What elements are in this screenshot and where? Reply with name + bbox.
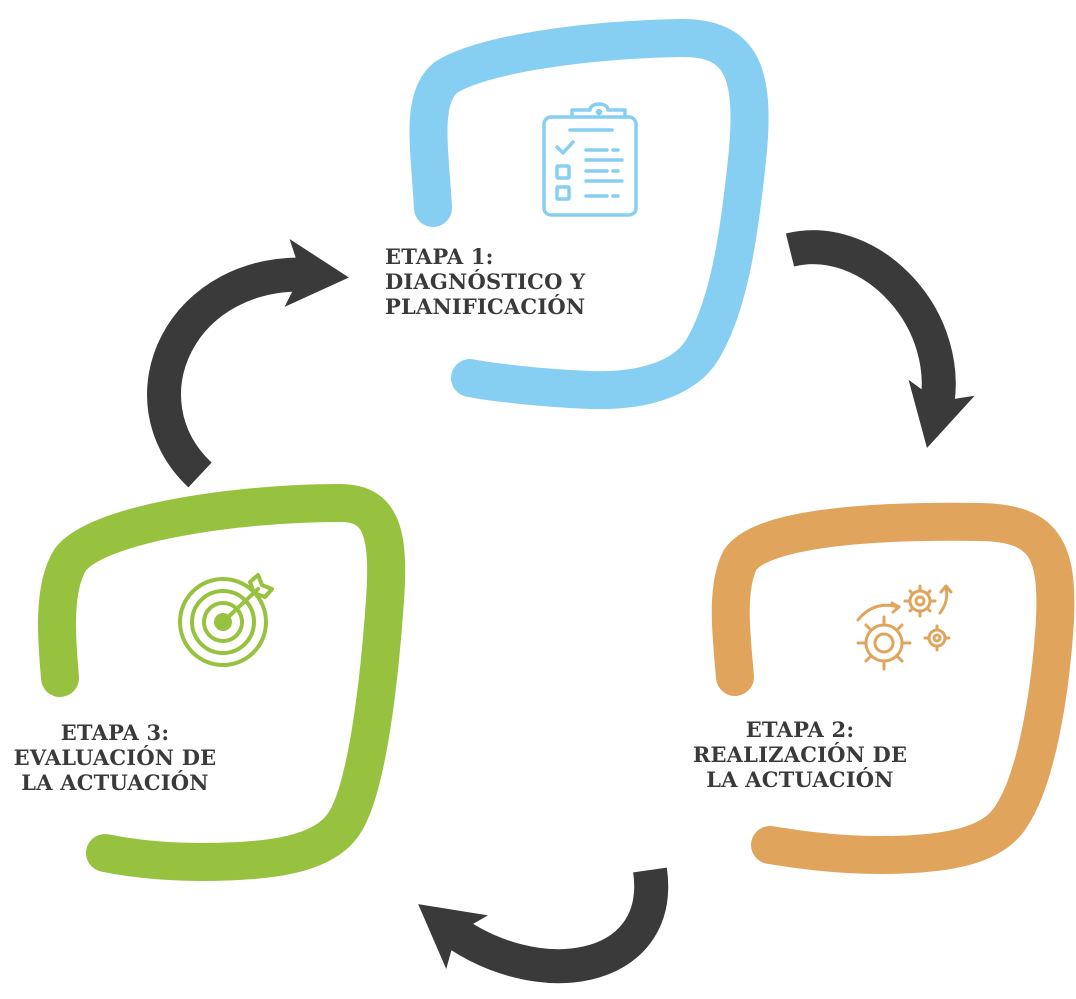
stage-3-label-line-1: ETAPA 3: [60,720,170,745]
stage-1-label-line-3: PLANIFICACIÓN [385,294,586,319]
stage-2-label-line-1: ETAPA 2: [745,717,855,742]
stage-1-label: ETAPA 1: DIAGNÓSTICO Y PLANIFICACIÓN [385,244,585,319]
stage-2-label: ETAPA 2: REALIZACIÓN DE LA ACTUACIÓN [680,717,920,792]
stage-3-frame [38,484,406,881]
stage-1-label-line-1: ETAPA 1: [385,244,494,269]
arrow-stage1-to-stage2 [785,230,975,449]
stage-2-label-line-3: LA ACTUACIÓN [706,767,894,792]
target-icon [178,573,274,667]
stage-2-frame [711,502,1075,874]
stage-3-label-line-3: LA ACTUACIÓN [21,770,209,795]
stage-2-label-line-2: REALIZACIÓN DE [692,742,908,767]
gears-icon [856,584,953,671]
stage-3-label-line-2: EVALUACIÓN DE [13,745,217,770]
arrow-stage2-to-stage3 [418,867,669,983]
clipboard-checklist-icon [542,102,638,217]
stage-3-label: ETAPA 3: EVALUACIÓN DE LA ACTUACIÓN [0,720,230,795]
stage-1-frame [409,18,769,410]
arrow-stage3-to-stage1 [147,239,349,488]
stage-1-label-line-2: DIAGNÓSTICO Y [385,269,586,294]
